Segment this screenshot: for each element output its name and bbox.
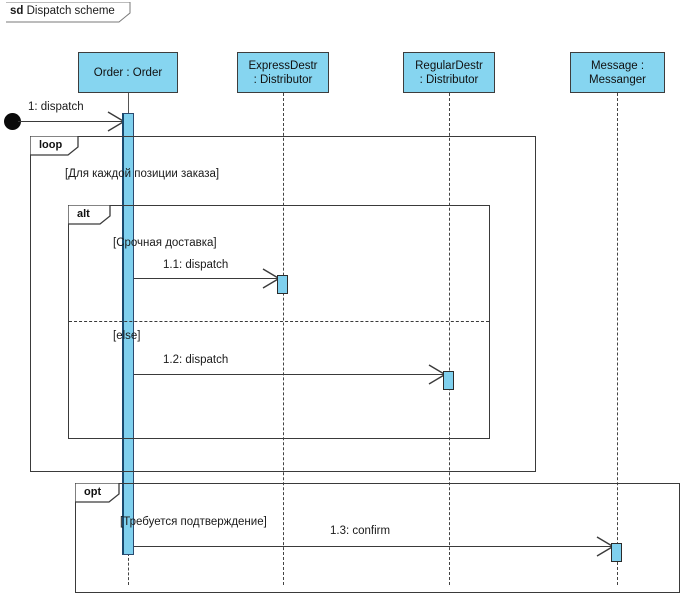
arrow-head-1-dispatch [104,110,128,139]
message-line-1-2-dispatch[interactable] [134,374,443,375]
arrow-head-1-2-dispatch [425,363,449,392]
message-line-1-3-confirm[interactable] [134,546,611,547]
lifeline-head-regular-distributor[interactable]: RegularDestr : Distributor [403,52,495,93]
fragment-alt-else-guard: [else] [113,330,141,342]
diagram-frame-tab [6,2,146,23]
lifeline-messenger-line2: Messanger [589,74,646,86]
lifeline-head-order[interactable]: Order : Order [78,52,178,93]
lifeline-regular-line2: : Distributor [419,74,479,86]
message-label-1-dispatch: 1: dispatch [28,101,84,113]
lifeline-dash-regular [449,93,450,585]
fragment-alt-guard: [Срочная доставка] [113,237,217,249]
lifeline-order-line1: Order : Order [93,67,163,79]
fragment-opt-guard: [Требуется подтверждение] [120,516,267,528]
fragment-opt-operator: opt [84,486,102,498]
lifeline-head-express-distributor[interactable]: ExpressDestr : Distributor [237,52,329,93]
fragment-alt-separator [69,321,489,322]
diagram-kind-keyword: sd [10,5,24,17]
lifeline-regular-line1: RegularDestr [415,60,483,72]
activation-bar-messenger[interactable] [611,543,622,562]
fragment-loop[interactable] [30,136,536,472]
message-label-1-3-confirm: 1.3: confirm [330,525,391,537]
lifeline-dash-express [283,93,284,585]
lifeline-express-line1: ExpressDestr [248,60,318,72]
lifeline-dash-order-tail [128,553,129,585]
message-label-1-2-dispatch: 1.2: dispatch [163,354,229,366]
activation-bar-regular[interactable] [443,371,454,390]
lifeline-express-line2: : Distributor [253,74,313,86]
fragment-alt-operator: alt [77,208,90,220]
activation-bar-order[interactable] [122,113,134,555]
activation-bar-express[interactable] [277,275,288,294]
message-line-1-1-dispatch[interactable] [134,278,277,279]
lifeline-stem-order [128,93,129,113]
lifeline-messenger-line1: Message : [590,60,645,72]
message-line-1-dispatch[interactable] [18,121,122,122]
fragment-alt[interactable] [68,205,490,439]
arrow-head-1-1-dispatch [259,267,283,296]
diagram-title: Dispatch scheme [26,5,115,17]
message-label-1-1-dispatch: 1.1: dispatch [163,259,229,271]
lifeline-head-messenger[interactable]: Message : Messanger [570,52,665,93]
diagram-frame-title: sd Dispatch scheme [10,3,115,19]
fragment-loop-guard: [Для каждой позиции заказа] [65,168,220,180]
fragment-opt[interactable] [75,483,680,593]
lifeline-dash-messenger [617,93,618,585]
found-message-start-dot [4,113,21,130]
fragment-loop-operator: loop [39,139,63,151]
arrow-head-1-3-confirm [593,535,617,564]
